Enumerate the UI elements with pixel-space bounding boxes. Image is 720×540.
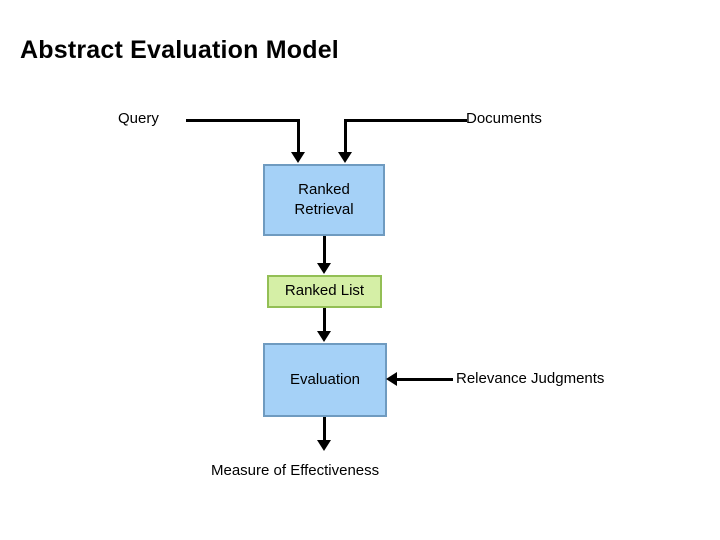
page-title: Abstract Evaluation Model bbox=[20, 36, 339, 64]
edge-query-to-ranked-retrieval-vertical bbox=[297, 119, 300, 153]
node-ranked-list: Ranked List bbox=[267, 275, 382, 308]
node-label-query: Query bbox=[118, 110, 159, 127]
edge-ranked-retrieval-to-ranked-list bbox=[323, 236, 326, 264]
node-label-documents: Documents bbox=[466, 110, 542, 127]
edge-query-to-ranked-retrieval-horizontal bbox=[186, 119, 300, 122]
edge-ranked-list-to-evaluation bbox=[323, 308, 326, 332]
edge-evaluation-to-measure-of-effectiveness bbox=[323, 417, 326, 441]
node-ranked-retrieval: Ranked Retrieval bbox=[263, 164, 385, 236]
node-evaluation: Evaluation bbox=[263, 343, 387, 417]
node-label-measure-of-effectiveness: Measure of Effectiveness bbox=[211, 462, 380, 479]
node-label-relevance-judgments: Relevance Judgments bbox=[456, 370, 605, 387]
arrowhead-down-icon bbox=[317, 440, 331, 451]
edge-relevance-judgments-to-evaluation bbox=[395, 378, 453, 381]
edge-documents-to-ranked-retrieval-horizontal bbox=[345, 119, 467, 122]
arrowhead-down-icon bbox=[317, 263, 331, 274]
arrowhead-down-icon bbox=[291, 152, 305, 163]
arrowhead-down-icon bbox=[317, 331, 331, 342]
arrowhead-left-icon bbox=[386, 372, 397, 386]
arrowhead-down-icon bbox=[338, 152, 352, 163]
edge-documents-to-ranked-retrieval-vertical bbox=[344, 119, 347, 153]
